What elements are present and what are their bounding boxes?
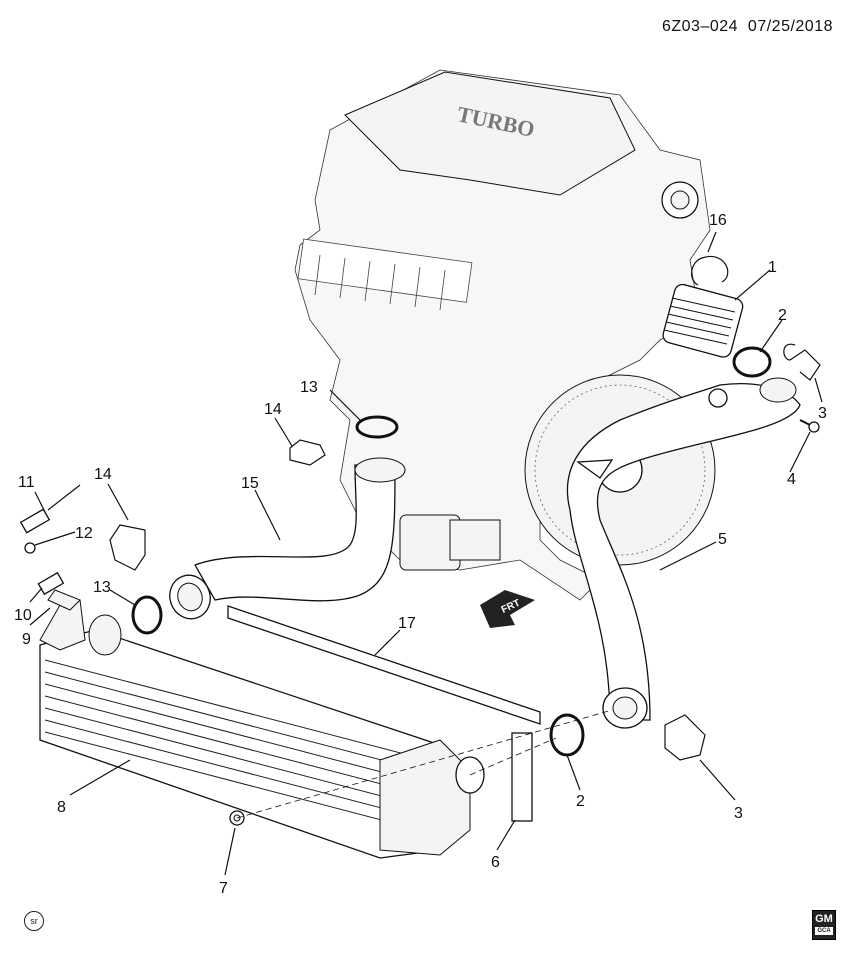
sr-mark: sr xyxy=(24,911,44,931)
callout-17: 17 xyxy=(398,615,416,632)
callout-6: 6 xyxy=(491,854,500,871)
clip-part-14-lower xyxy=(109,524,146,571)
callout-labels: 16 1 2 3 4 5 13 14 15 11 12 14 13 10 9 1… xyxy=(14,212,827,897)
gm-logo: GM GCA xyxy=(812,910,836,940)
sensor-assembly xyxy=(19,484,81,611)
foam-strip-part-17 xyxy=(227,605,541,725)
clip-part-3-lower xyxy=(664,714,706,761)
seal-ring-part-13-lower xyxy=(131,595,163,635)
callout-15: 15 xyxy=(241,475,259,492)
front-direction-indicator: FRT xyxy=(480,590,535,628)
callout-2-lower: 2 xyxy=(576,793,585,810)
hose-opening-part-5-lower xyxy=(612,696,638,720)
intercooler-part-8 xyxy=(39,599,485,859)
callout-13-lower: 13 xyxy=(93,579,111,596)
clip-part-14-upper xyxy=(289,439,326,466)
bolt-part-4 xyxy=(799,419,820,433)
callout-9: 9 xyxy=(22,631,31,648)
foam-block-part-6 xyxy=(511,732,533,822)
callout-11: 11 xyxy=(18,474,35,491)
callout-12: 12 xyxy=(75,525,93,542)
seal-ring-part-13-upper xyxy=(355,415,399,439)
charge-air-hose-part-5 xyxy=(566,383,801,721)
callout-14-lower: 14 xyxy=(94,466,112,483)
callout-4: 4 xyxy=(787,471,796,488)
hose-clamp-part-15-upper xyxy=(354,457,406,483)
hose-opening-part-15 xyxy=(177,582,203,612)
clip-part-16 xyxy=(691,255,729,286)
diagram-code: 6Z03–024 xyxy=(661,18,739,35)
seal-ring-part-2-upper xyxy=(732,346,772,378)
leader-lines xyxy=(29,231,823,876)
callout-3-lower: 3 xyxy=(734,805,743,822)
hose-bracket-part-5 xyxy=(708,388,728,408)
clip-part-3-upper xyxy=(783,343,821,381)
callout-2-upper: 2 xyxy=(778,307,787,324)
gm-logo-subtext: GCA xyxy=(815,927,833,935)
callout-3-upper: 3 xyxy=(818,405,827,422)
callout-13-upper: 13 xyxy=(300,379,318,396)
charge-air-hose-part-15 xyxy=(194,464,396,602)
callout-7: 7 xyxy=(219,880,228,897)
hose-clamp-part-5-upper xyxy=(759,377,797,403)
hose-bracket-part-5-lower xyxy=(576,459,614,479)
callout-5: 5 xyxy=(718,531,727,548)
callout-16: 16 xyxy=(709,212,727,229)
callout-8: 8 xyxy=(57,799,66,816)
diagram-date: 07/25/2018 xyxy=(747,18,833,35)
gm-logo-text: GM xyxy=(815,913,833,925)
seal-ring-part-2-lower xyxy=(549,713,585,757)
callout-10: 10 xyxy=(14,607,32,624)
callout-14-upper: 14 xyxy=(264,401,282,418)
callout-1: 1 xyxy=(768,259,777,276)
bellows-part-1 xyxy=(662,283,744,358)
diagram-header: 6Z03–024 07/25/2018 xyxy=(662,18,833,36)
